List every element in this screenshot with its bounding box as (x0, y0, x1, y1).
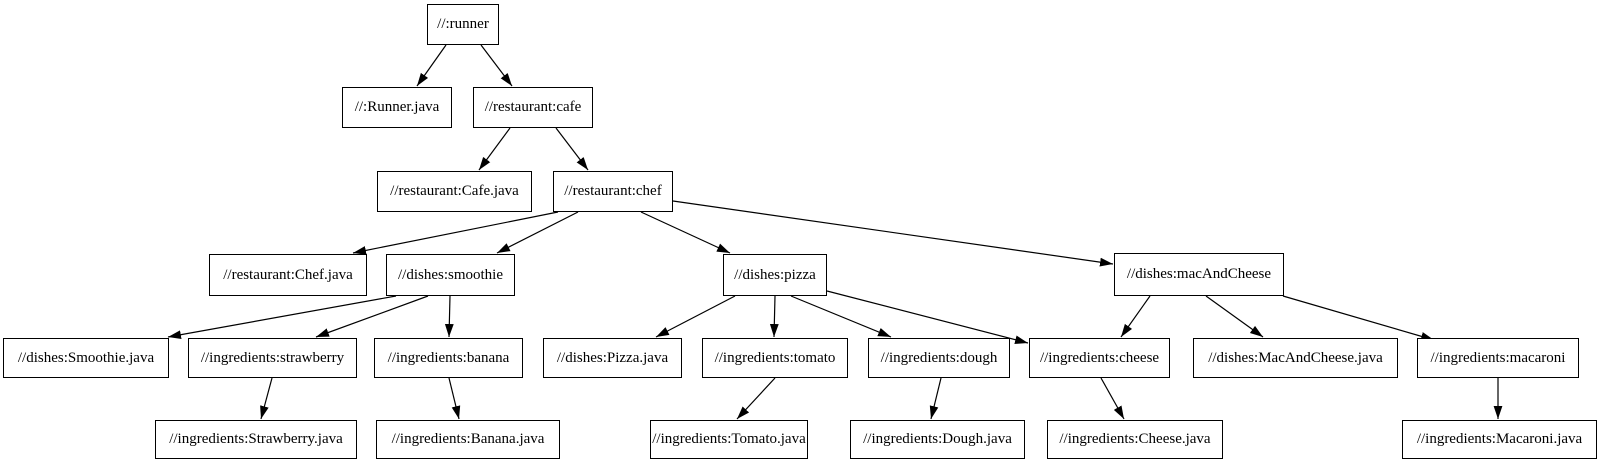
graph-node-label: //ingredients:Dough.java (863, 431, 1012, 447)
graph-node-runner_java: //:Runner.java (342, 87, 452, 128)
graph-edge-macandcheese-to-macaroni (1282, 295, 1435, 341)
graph-edge-strawberry-to-strawberry_java (260, 377, 273, 420)
graph-node-label: //restaurant:cafe (484, 99, 582, 115)
graph-node-label: //ingredients:banana (387, 349, 510, 366)
graph-node-label: //ingredients:macaroni (1430, 349, 1566, 366)
graph-edge-banana-to-banana_java (448, 377, 461, 420)
graph-edge-runner-to-runner_java (416, 44, 447, 87)
graph-edge-pizza-to-cheese (826, 290, 1029, 345)
graph-node-label: //ingredients:dough (880, 349, 998, 366)
graph-node-label: //dishes:macAndCheese (1126, 266, 1272, 282)
graph-node-label: //ingredients:tomato (714, 349, 836, 366)
graph-node-label: //ingredients:Banana.java (391, 431, 545, 447)
graph-node-chef_java: //restaurant:Chef.java (209, 254, 367, 296)
graph-node-strawberry_java: //ingredients:Strawberry.java (155, 420, 357, 459)
graph-edge-chef-to-pizza (640, 211, 731, 254)
graph-node-label: //ingredients:Cheese.java (1059, 431, 1211, 447)
graph-node-macandcheese_java: //dishes:MacAndCheese.java (1193, 338, 1398, 378)
graph-node-label: //:Runner.java (354, 99, 440, 115)
graph-edge-cheese-to-cheese_java (1100, 377, 1125, 420)
graph-node-label: //dishes:Pizza.java (556, 349, 669, 366)
graph-edge-runner-to-cafe (480, 44, 513, 87)
graph-edge-chef-to-chef_java (352, 211, 559, 255)
graph-node-cheese_java: //ingredients:Cheese.java (1047, 420, 1223, 459)
graph-node-label: //ingredients:Strawberry.java (169, 431, 343, 447)
graph-node-tomato: //ingredients:tomato (702, 338, 848, 378)
graph-edge-cafe-to-chef (555, 127, 589, 171)
graph-node-label: //:runner (437, 16, 489, 32)
graph-node-label: //dishes:Smoothie.java (17, 349, 155, 366)
graph-edge-group (167, 44, 1503, 420)
graph-node-pizza_java: //dishes:Pizza.java (543, 338, 682, 378)
graph-node-label: //dishes:MacAndCheese.java (1208, 349, 1383, 366)
graph-node-cafe: //restaurant:cafe (473, 87, 593, 128)
graph-node-cheese: //ingredients:cheese (1029, 338, 1170, 378)
graph-edge-smoothie-to-smoothie_java (167, 295, 397, 340)
graph-edge-smoothie-to-strawberry (315, 295, 429, 338)
graph-node-chef: //restaurant:chef (553, 171, 673, 212)
graph-edge-pizza-to-pizza_java (655, 295, 736, 338)
graph-node-cafe_java: //restaurant:Cafe.java (377, 171, 532, 212)
graph-node-banana_java: //ingredients:Banana.java (376, 420, 560, 459)
graph-node-label: //restaurant:chef (564, 183, 662, 199)
graph-edge-smoothie-to-banana (444, 295, 454, 338)
graph-node-label: //dishes:smoothie (398, 266, 503, 283)
graph-node-label: //restaurant:Chef.java (223, 266, 353, 283)
graph-edge-pizza-to-tomato (769, 295, 779, 338)
graph-edge-tomato-to-tomato_java (736, 377, 776, 420)
graph-edge-dough-to-dough_java (929, 377, 942, 420)
graph-node-smoothie_java: //dishes:Smoothie.java (3, 338, 169, 378)
graph-node-banana: //ingredients:banana (374, 338, 523, 378)
graph-node-pizza: //dishes:pizza (723, 254, 827, 296)
graph-node-macandcheese: //dishes:macAndCheese (1114, 253, 1284, 296)
graph-node-runner: //:runner (427, 4, 499, 45)
graph-edge-chef-to-smoothie (496, 211, 579, 254)
graph-edge-macandcheese-to-cheese (1120, 295, 1151, 338)
graph-node-label: //ingredients:Macaroni.java (1416, 431, 1583, 447)
graph-node-label: //ingredients:Tomato.java (652, 431, 806, 447)
graph-node-dough_java: //ingredients:Dough.java (850, 420, 1025, 459)
graph-edge-macandcheese-to-macandcheese_java (1205, 295, 1264, 338)
graph-node-label: //dishes:pizza (734, 266, 816, 283)
graph-edge-chef-to-macandcheese (672, 200, 1114, 267)
graph-node-strawberry: //ingredients:strawberry (188, 338, 357, 378)
graph-node-macaroni: //ingredients:macaroni (1417, 338, 1579, 378)
graph-node-dough: //ingredients:dough (868, 338, 1010, 378)
graph-node-label: //restaurant:Cafe.java (390, 183, 519, 199)
graph-node-label: //ingredients:strawberry (200, 349, 345, 366)
graph-edge-cafe-to-cafe_java (478, 127, 511, 171)
graph-node-tomato_java: //ingredients:Tomato.java (650, 420, 808, 459)
graph-node-macaroni_java: //ingredients:Macaroni.java (1402, 420, 1597, 459)
graph-edge-pizza-to-dough (790, 295, 892, 338)
graph-node-label: //ingredients:cheese (1039, 349, 1160, 366)
graph-node-smoothie: //dishes:smoothie (386, 254, 515, 296)
